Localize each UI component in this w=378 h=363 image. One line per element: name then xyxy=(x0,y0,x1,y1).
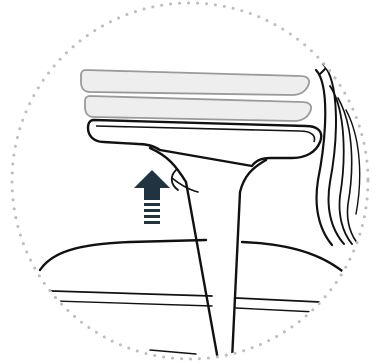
armrest-post xyxy=(150,148,266,360)
armrest-previous-positions xyxy=(81,70,311,121)
armrest-ghost-upper xyxy=(81,70,309,95)
seat-cushion xyxy=(20,240,366,318)
armrest-ghost-middle xyxy=(85,96,311,121)
up-arrow-icon xyxy=(134,170,170,224)
illustration-content xyxy=(20,64,366,360)
chair-backrest xyxy=(316,64,360,246)
chair-lower-details xyxy=(150,344,300,354)
